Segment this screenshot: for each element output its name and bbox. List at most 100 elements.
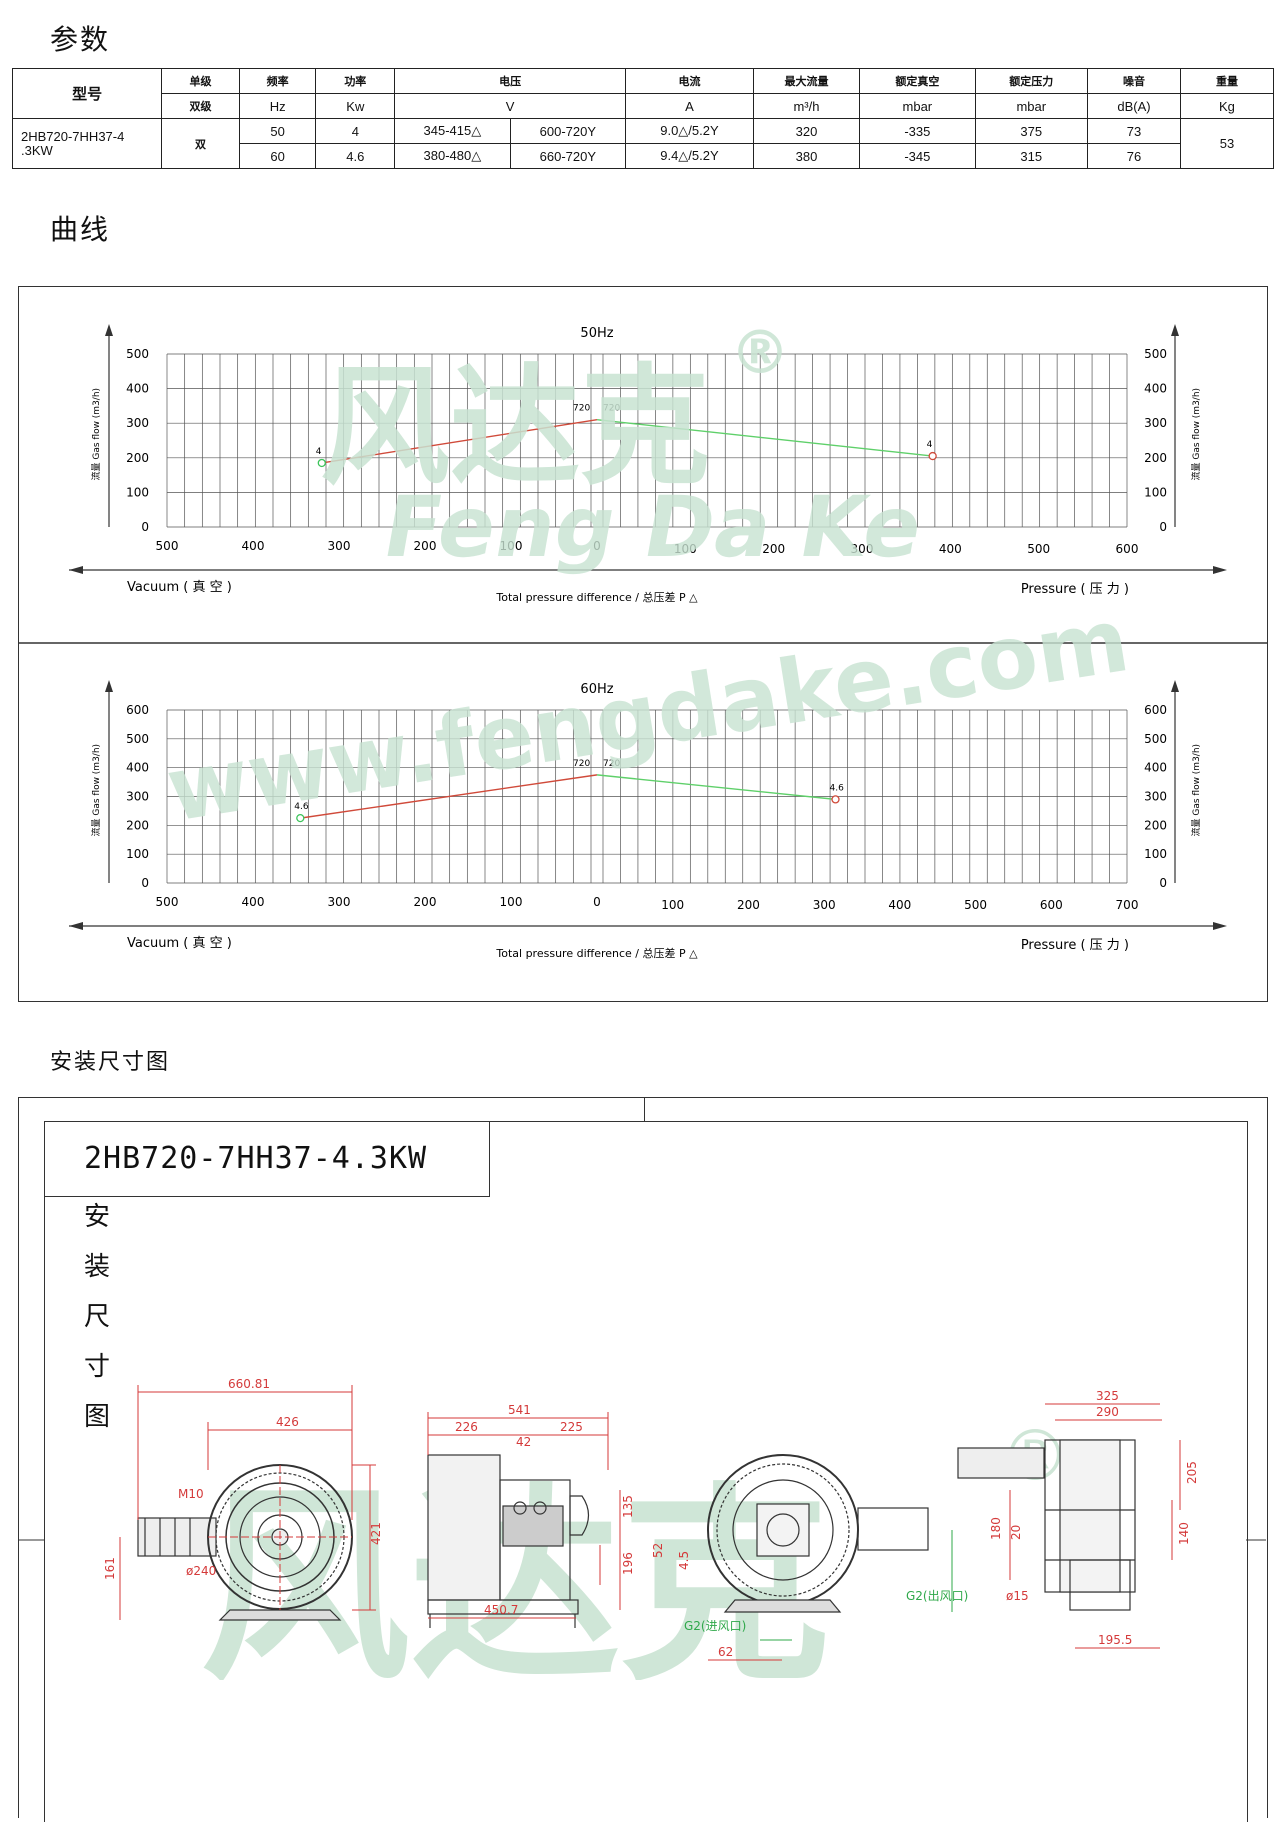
- row2-freq: 60: [238, 143, 317, 169]
- dim-421: 421: [369, 1522, 383, 1545]
- rear-view: [707, 1454, 929, 1613]
- frame-divider: [644, 1097, 645, 1121]
- chart1-series-vacuum-point: [317, 458, 326, 468]
- chart2-y-axis-left-arrow: [105, 680, 113, 692]
- chart2-series-vacuum-line: [300, 774, 598, 819]
- row2-v2: 660-720Y: [509, 143, 627, 169]
- chart2-x-tick-left: 500: [156, 895, 179, 909]
- chart2-y-tick-left: 0: [141, 876, 149, 890]
- vert-char-2: 装: [83, 1252, 110, 1282]
- row1-current: 9.0△/5.2Y: [625, 118, 754, 144]
- chart2-x-tick-left: 100: [500, 895, 523, 909]
- chart1-x-tick-left: 0: [593, 539, 601, 553]
- chart2-y-tick-left: 600: [126, 703, 149, 717]
- row2-pressure: 315: [974, 143, 1088, 169]
- chart1-series-pressure-point: [928, 451, 937, 461]
- row2-flow: 380: [752, 143, 861, 169]
- chart2-pressure-label: Pressure ( 压 力 ): [1021, 938, 1129, 953]
- curves-title: 曲线: [50, 213, 111, 246]
- vert-char-1: 安: [83, 1202, 110, 1232]
- hdr-model: 型号: [11, 68, 163, 119]
- dim-42: 42: [516, 1435, 531, 1449]
- chart1-x-tick-right: 500: [1027, 542, 1050, 556]
- dim-135: 135: [621, 1495, 635, 1518]
- hdr-pressure: 额定压力: [974, 68, 1088, 94]
- dim-161: 161: [103, 1557, 117, 1580]
- dim-4-5: 4.5: [677, 1551, 691, 1570]
- hdr-freq: 频率: [238, 68, 317, 94]
- dim-226: 226: [455, 1420, 478, 1434]
- chart1-y-tick-right: 100: [1144, 485, 1167, 499]
- chart2-x-tick-left: 0: [593, 895, 601, 909]
- chart1-y-tick-left: 500: [126, 347, 149, 361]
- chart2-x-tick-right: 200: [737, 898, 760, 912]
- chart2-y-tick-left: 200: [126, 818, 149, 832]
- chart1-series-pressure-line: [596, 419, 933, 457]
- chart1-x-tick-right: 600: [1116, 542, 1139, 556]
- chart1-x-tick-left: 200: [414, 539, 437, 553]
- chart1-point-label-vacuum: 4: [316, 447, 322, 457]
- unit-flow: m³/h: [752, 93, 861, 119]
- chart2-x-tick-left: 200: [414, 895, 437, 909]
- dim-180: 180: [989, 1517, 1003, 1540]
- hdr-flow: 最大流量: [752, 68, 861, 94]
- row1-vacuum: -335: [859, 118, 976, 144]
- chart1-x-tick-right: 300: [851, 542, 874, 556]
- label-g2-outlet: G2(出风口): [906, 1589, 968, 1603]
- chart1-y-tick-right: 300: [1144, 416, 1167, 430]
- chart2-y-tick-left: 100: [126, 847, 149, 861]
- chart2-y-tick-left: 300: [126, 790, 149, 804]
- chart1-x-tick-left: 300: [328, 539, 351, 553]
- chart1-y-axis-left-arrow: [105, 324, 113, 336]
- hdr-voltage: 电压: [394, 68, 627, 94]
- row2-v1: 380-480△: [394, 143, 511, 169]
- side-view: [427, 1454, 590, 1628]
- chart2-series-pressure-line: [596, 774, 836, 801]
- hdr-weight: 重量: [1179, 68, 1275, 94]
- chart1-x-tick-left: 500: [156, 539, 179, 553]
- dim-660: 660.81: [228, 1377, 270, 1391]
- hdr-stage: 单级: [161, 68, 240, 94]
- unit-voltage: V: [394, 93, 627, 119]
- chart2-title: 60Hz: [580, 682, 613, 697]
- unit-freq: Hz: [238, 93, 317, 119]
- vert-char-4: 寸: [83, 1352, 110, 1382]
- unit-pressure: mbar: [974, 93, 1088, 119]
- dim-196: 196: [621, 1552, 635, 1575]
- chart1-ylabel-right: 流量 Gas flow (m3/h): [1190, 388, 1202, 481]
- chart2-x-tick-left: 300: [328, 895, 351, 909]
- chart1-title: 50Hz: [580, 326, 613, 341]
- chart2-xlabel: Total pressure difference / 总压差 P △: [495, 946, 698, 960]
- row1-flow: 320: [752, 118, 861, 144]
- unit-weight: Kg: [1179, 93, 1275, 119]
- row2-noise: 76: [1086, 143, 1181, 169]
- dim-195-5: 195.5: [1098, 1633, 1132, 1647]
- dim-phi15: ø15: [1006, 1589, 1029, 1603]
- unit-noise: dB(A): [1086, 93, 1181, 119]
- unit-current: A: [625, 93, 754, 119]
- dim-62: 62: [718, 1645, 733, 1659]
- chart1-x-axis-arrow-right: [1213, 566, 1227, 574]
- unit-power: Kw: [315, 93, 396, 119]
- chart1-point-label-pressure: 4: [927, 440, 933, 450]
- row2-vacuum: -345: [859, 143, 976, 169]
- chart1-y-tick-right: 0: [1159, 520, 1167, 534]
- chart1-y-tick-left: 0: [141, 520, 149, 534]
- chart2-y-tick-right: 600: [1144, 703, 1167, 717]
- row1-noise: 73: [1086, 118, 1181, 144]
- chart2-point-label-vacuum: 4.6: [294, 802, 309, 812]
- chart2-point-label-vacuum: 720: [573, 759, 590, 769]
- chart2-x-tick-right: 600: [1040, 898, 1063, 912]
- row2-current: 9.4△/5.2Y: [625, 143, 754, 169]
- chart2-y-tick-right: 400: [1144, 761, 1167, 775]
- drawing-model-label: 2HB720-7HH37-4.3KW: [44, 1121, 490, 1197]
- hdr-stage2: 双级: [161, 93, 240, 119]
- chart2-y-tick-right: 100: [1144, 847, 1167, 861]
- chart2-series-vacuum-point: [296, 813, 305, 823]
- chart1-y-tick-right: 500: [1144, 347, 1167, 361]
- chart1-x-tick-right: 400: [939, 542, 962, 556]
- vert-char-3: 尺: [83, 1302, 110, 1332]
- chart2-y-tick-right: 500: [1144, 732, 1167, 746]
